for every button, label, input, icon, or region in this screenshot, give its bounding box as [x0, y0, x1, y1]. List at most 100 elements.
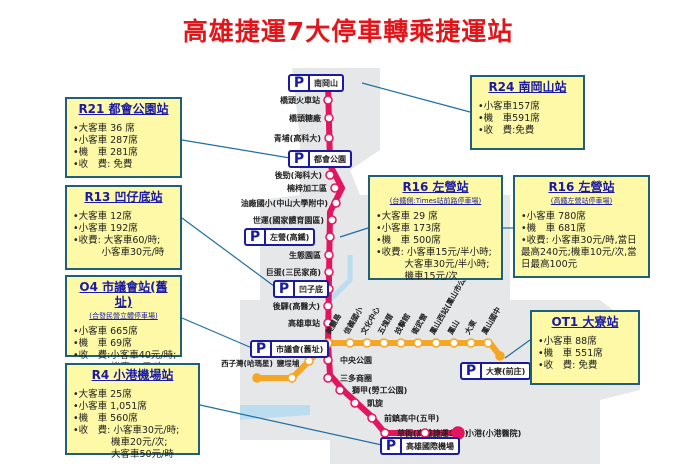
orange-station-dot	[466, 338, 476, 348]
red-station-dot	[324, 133, 334, 143]
box-line: •機 車 69席	[73, 338, 132, 349]
parking-station-name: 大寮(前庄)	[486, 366, 526, 376]
parking-icon: P	[252, 342, 272, 356]
orange-station-dot	[287, 373, 297, 383]
harbor	[240, 405, 310, 420]
box-line: •小客車 173席	[376, 223, 441, 234]
parking-station-name: 左營(高鐵)	[270, 232, 310, 242]
red-station-dot	[380, 428, 390, 438]
red-station-label: 後驛(高醫大)	[273, 301, 320, 311]
parking-info-box: R16 左營站(高鐵左營站停車場)•小客車 780席•機 車 681席•收費: …	[513, 175, 650, 278]
red-station-label: 油廠國小(中山大學附中)	[241, 198, 328, 208]
red-station-label: 橋頭火車站	[280, 95, 320, 105]
parking-info-box: R16 左營站(台鐵側:Times站前路停車場)•大客車 29 席•小客車 17…	[368, 175, 503, 282]
orange-station-dot	[304, 356, 314, 366]
box-line: •收費: 小客車30元/時,當日	[521, 235, 637, 246]
box-line: •小客車157席	[478, 101, 540, 112]
red-station-dot	[325, 170, 335, 180]
parking-station-name: 高雄國際機場	[406, 441, 454, 451]
parking-station-marker: P 左營(高鐵)	[244, 228, 316, 246]
box-line: •收費: 大客車60/時;	[73, 235, 161, 246]
orange-station-dot	[483, 338, 493, 348]
red-station-label: 獅甲(勞工公園)	[351, 385, 407, 395]
parking-station-name: 市議會(舊址)	[276, 344, 324, 354]
parking-station-marker: P 都會公園	[288, 150, 352, 168]
red-station-dot	[330, 183, 340, 193]
red-station-dot	[350, 398, 360, 408]
box-line: 機車20元/次;	[73, 437, 168, 448]
box-line: •機 車 560席	[73, 413, 138, 424]
parking-info-box: R21 都會公園站•大客車 36 席•小客車 287席•機 車 281席•收 費…	[65, 97, 182, 178]
parking-station-name: 都會公園	[314, 154, 346, 164]
orange-station-dot	[252, 373, 262, 383]
red-station-dot	[367, 413, 377, 423]
box-line: •小客車 287席	[73, 135, 138, 146]
parking-icon: P	[382, 439, 402, 453]
box-title: R16 左營站	[402, 180, 469, 194]
box-line: •機 車 681席	[521, 223, 586, 234]
box-line: •收 費:免費	[478, 125, 535, 136]
parking-station-name: 凹子底	[299, 284, 323, 294]
parking-station-marker: P 南岡山	[288, 74, 344, 92]
red-station-label: 楠梓加工區	[286, 183, 327, 193]
box-line: •大客車 12席	[73, 211, 132, 222]
connector-lines	[181, 82, 531, 446]
orange-station-dot	[413, 338, 423, 348]
box-line: •收費: 小客車15元/半小時;	[376, 247, 492, 258]
box-line: 大客車50元/時	[73, 449, 174, 460]
parking-station-marker: P 凹子底	[273, 280, 329, 298]
box-title: O4 市議會站(舊址)	[79, 280, 168, 309]
box-line: •小客車 192席	[73, 223, 138, 234]
red-station-label: 凱旋	[367, 398, 384, 408]
box-subtitle: (合發民營立體停車場)	[89, 312, 158, 320]
box-line: •小客車 780席	[521, 211, 586, 222]
red-station-dot	[323, 318, 333, 328]
red-station-label: 世運(國家體育園區)	[253, 215, 324, 225]
box-title: OT1 大寮站	[551, 315, 619, 329]
red-station-dot	[323, 95, 333, 105]
red-station-label: 前鎮高中(五甲)	[384, 413, 439, 423]
box-line: •機 車 500席	[376, 235, 441, 246]
red-station-dot	[335, 385, 345, 395]
parking-info-box: R4 小港機場站•大客車 25席•小客車 1,051席•機 車 560席•收 費…	[65, 363, 200, 460]
red-station-label: 三多商圈	[340, 373, 372, 383]
orange-station-dot	[379, 338, 389, 348]
red-station-label: 生態園區	[289, 250, 321, 260]
red-station-label: 高雄車站	[288, 318, 320, 328]
box-line: •大客車 36 席	[73, 123, 135, 134]
parking-icon: P	[246, 230, 266, 244]
box-subtitle: (高鐵左營站停車場)	[550, 197, 613, 205]
orange-station-dot	[345, 338, 355, 348]
parking-icon: P	[290, 152, 310, 166]
box-line: •收 費:小客車40元/時;	[73, 350, 177, 361]
red-station-label: 中央公園	[340, 355, 372, 365]
parking-station-marker: P 市議會(舊址)	[250, 340, 330, 358]
red-station-label: 後勁(海科大)	[275, 170, 322, 180]
page-title: 高雄捷運7大停車轉乘捷運站	[182, 17, 514, 46]
box-line: 機車15元/次	[376, 271, 458, 282]
red-station-dot	[327, 215, 337, 225]
parking-icon: P	[275, 282, 295, 296]
box-title: R13 凹仔底站	[84, 190, 163, 204]
box-line: •收 費: 小客車30元/時;	[73, 425, 180, 436]
red-station-label: 小港(小港醫院)	[465, 428, 521, 438]
parking-info-box: R13 凹仔底站•大客車 12席•小客車 192席•收費: 大客車60/時; 小…	[65, 185, 182, 270]
box-line: •小客車 665席	[73, 326, 138, 337]
red-station-dot	[324, 113, 334, 123]
red-station-dot	[420, 428, 430, 438]
parking-station-name: 南岡山	[314, 78, 338, 88]
red-station-label: 橋頭糖廠	[289, 113, 322, 123]
orange-station-dot	[449, 338, 459, 348]
parking-info-box: OT1 大寮站•小客車 88席•機 車 551席•收 費: 免費	[530, 310, 640, 385]
red-station-dot	[324, 267, 334, 277]
parking-info-box: O4 市議會站(舊址) (合發民營立體停車場) •小客車 665席•機 車 69席•…	[65, 275, 182, 373]
box-line: •收 費: 免費	[538, 360, 598, 371]
box-line: •機 車 281席	[73, 147, 138, 158]
red-station-label: 巨蛋(三民家商)	[266, 267, 321, 277]
box-line: 日最高100元	[521, 259, 578, 270]
river	[328, 255, 353, 302]
red-station-dot	[324, 250, 334, 260]
box-subtitle: (台鐵側:Times站前路停車場)	[389, 197, 482, 205]
parking-icon: P	[290, 76, 310, 90]
